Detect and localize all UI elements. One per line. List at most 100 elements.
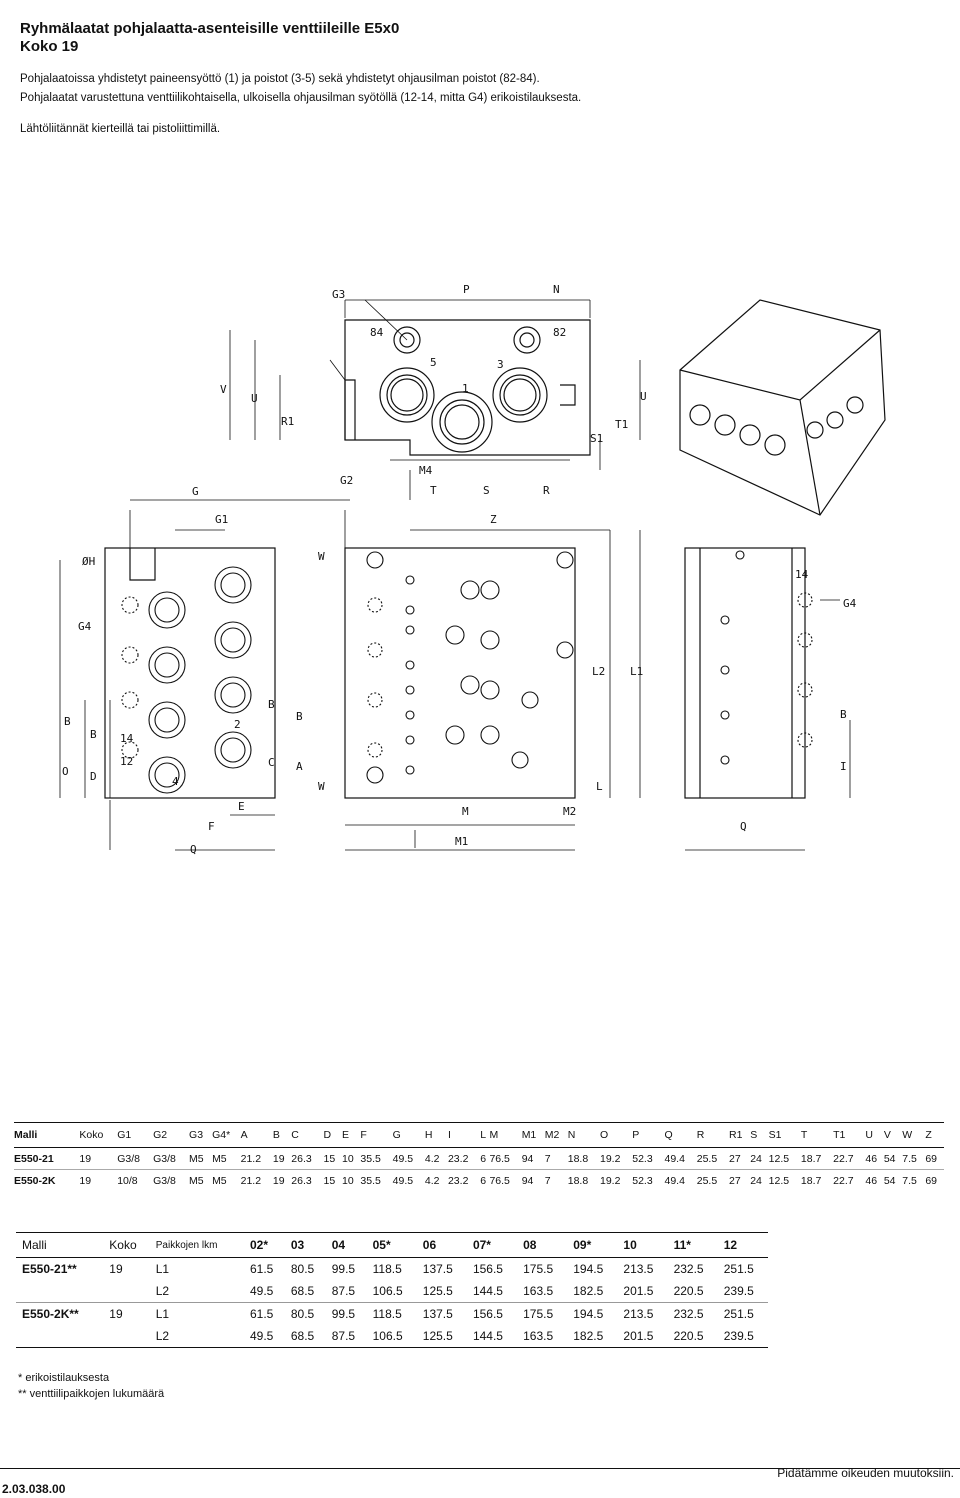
table-header-cell: O <box>600 1122 633 1148</box>
table-header-cell: G1 <box>117 1122 154 1148</box>
table-cell: 68.5 <box>284 1325 326 1348</box>
table-cell: 19 <box>272 1147 292 1170</box>
label-84: 84 <box>370 326 384 339</box>
label-m2: M2 <box>563 805 576 818</box>
table-cell <box>103 1325 150 1348</box>
table-header-cell: G3 <box>189 1122 213 1148</box>
table-cell: 18.7 <box>800 1174 822 1187</box>
table-cell: E550-21 <box>14 1147 80 1170</box>
table-header-cell: T <box>800 1122 834 1148</box>
table-header-cell: M <box>489 1122 522 1148</box>
table-cell: E550-21** <box>22 1262 77 1276</box>
table-cell: 106.5 <box>366 1280 417 1303</box>
table-cell: 18.8 <box>567 1174 589 1187</box>
table-cell: G3/8 <box>117 1147 154 1170</box>
table-header-row: Malli Koko Paikkojen lkm 02* 03 04 05* 0… <box>16 1232 768 1258</box>
table-cell: 80.5 <box>290 1262 315 1276</box>
table-cell: 49.4 <box>664 1147 697 1170</box>
table-cell: 6 <box>480 1147 490 1170</box>
table-cell: 144.5 <box>466 1325 518 1348</box>
table-header-row: Malli Koko G1 G2 G3 G4* A B C D E F G H … <box>14 1122 944 1148</box>
table-cell: E550-2K <box>14 1174 56 1187</box>
label-m1: M1 <box>455 835 468 848</box>
label-oh: ØH <box>82 555 95 568</box>
label-g4-left: G4 <box>78 620 92 633</box>
table-cell: 94 <box>521 1174 534 1187</box>
table-cell: 163.5 <box>517 1325 568 1348</box>
table-cell: 220.5 <box>667 1280 718 1303</box>
table-row: L2 49.5 68.5 87.5 106.5 125.5 144.5 163.… <box>16 1280 768 1303</box>
table-cell <box>103 1280 150 1303</box>
rights-notice: Pidätämme oikeuden muutoksiin. <box>777 1466 954 1480</box>
label-g4-right: G4 <box>843 597 857 610</box>
footer-rule <box>0 1468 960 1469</box>
label-1: 1 <box>462 382 469 395</box>
table-cell: 125.5 <box>416 1325 467 1348</box>
table-cell: 10 <box>341 1174 354 1187</box>
table-cell: 27 <box>729 1174 741 1187</box>
table-cell: 232.5 <box>673 1262 704 1276</box>
label-t: T <box>430 484 437 497</box>
table-header-cell: F <box>360 1122 393 1148</box>
table-cell: 251.5 <box>723 1262 754 1276</box>
table-cell: 19 <box>272 1174 285 1187</box>
table-header-cell: S <box>750 1122 769 1148</box>
table-cell: 12.5 <box>768 1174 790 1187</box>
table-header-cell: 07* <box>466 1232 518 1258</box>
table-cell: 49.5 <box>392 1147 425 1170</box>
table-cell: 6 <box>480 1174 487 1187</box>
table-cell: L2 <box>149 1325 244 1348</box>
table-cell: 163.5 <box>517 1280 568 1303</box>
table-cell: 18.7 <box>800 1147 834 1170</box>
table-cell: 49.5 <box>244 1325 285 1348</box>
table-cell: 19 <box>79 1174 92 1187</box>
table-cell: 175.5 <box>523 1262 554 1276</box>
table-cell: 61.5 <box>250 1262 274 1276</box>
table-cell: 23.2 <box>447 1174 469 1187</box>
table-header-cell: 12 <box>717 1232 768 1258</box>
table-header-cell: U <box>865 1122 884 1148</box>
table-cell: 69 <box>925 1147 944 1170</box>
table-header-cell: E <box>341 1122 361 1148</box>
table-cell: 251.5 <box>723 1307 754 1321</box>
table-header-cell: M1 <box>521 1122 545 1148</box>
table-cell: 26.3 <box>291 1174 312 1187</box>
table-header-cell: 11* <box>667 1232 718 1258</box>
table-cell: 49.4 <box>664 1174 685 1187</box>
table-cell: 25.5 <box>696 1147 729 1170</box>
title-line-1: Ryhmälaatat pohjalaatta-asenteisille ven… <box>20 20 400 37</box>
label-m4: M4 <box>419 464 433 477</box>
table-cell: 24 <box>750 1174 762 1187</box>
label-g2: G2 <box>340 474 353 487</box>
table-cell: 76.5 <box>489 1174 510 1187</box>
technical-drawing: G3 P N 84 82 5 3 1 V U R1 U S1 T1 G2 M4 … <box>59 283 886 856</box>
label-g1: G1 <box>215 513 228 526</box>
table-cell: 239.5 <box>717 1280 768 1303</box>
label-d: D <box>90 770 97 783</box>
table-header-cell: N <box>567 1122 600 1148</box>
table-cell: 99.5 <box>331 1262 356 1276</box>
table-header-cell: D <box>323 1122 342 1148</box>
table-cell: 52.3 <box>632 1174 653 1187</box>
table-cell: 19 <box>109 1307 123 1321</box>
label-u: U <box>251 392 258 405</box>
label-l1: L1 <box>630 665 643 678</box>
table-cell: 232.5 <box>673 1307 704 1321</box>
table-cell: 213.5 <box>623 1307 654 1321</box>
table-header-cell: Malli <box>14 1122 80 1148</box>
table-cell: 23.2 <box>447 1147 481 1170</box>
label-o: O <box>62 765 69 778</box>
table-cell: 35.5 <box>360 1174 381 1187</box>
label-5: 5 <box>430 356 437 369</box>
label-2: 2 <box>234 718 241 731</box>
label-n: N <box>553 283 560 296</box>
table-cell: 49.5 <box>244 1280 285 1303</box>
table-cell: 19.2 <box>600 1147 633 1170</box>
table-header-cell: M2 <box>544 1122 568 1148</box>
table-cell: 106.5 <box>366 1325 417 1348</box>
table-cell: 239.5 <box>717 1325 768 1348</box>
label-b-right: B <box>840 708 847 721</box>
table-cell: M5 <box>189 1174 204 1187</box>
table-cell: 7.5 <box>902 1147 926 1170</box>
intro-text: Pohjalaatoissa yhdistetyt paineensyöttö … <box>20 70 581 139</box>
